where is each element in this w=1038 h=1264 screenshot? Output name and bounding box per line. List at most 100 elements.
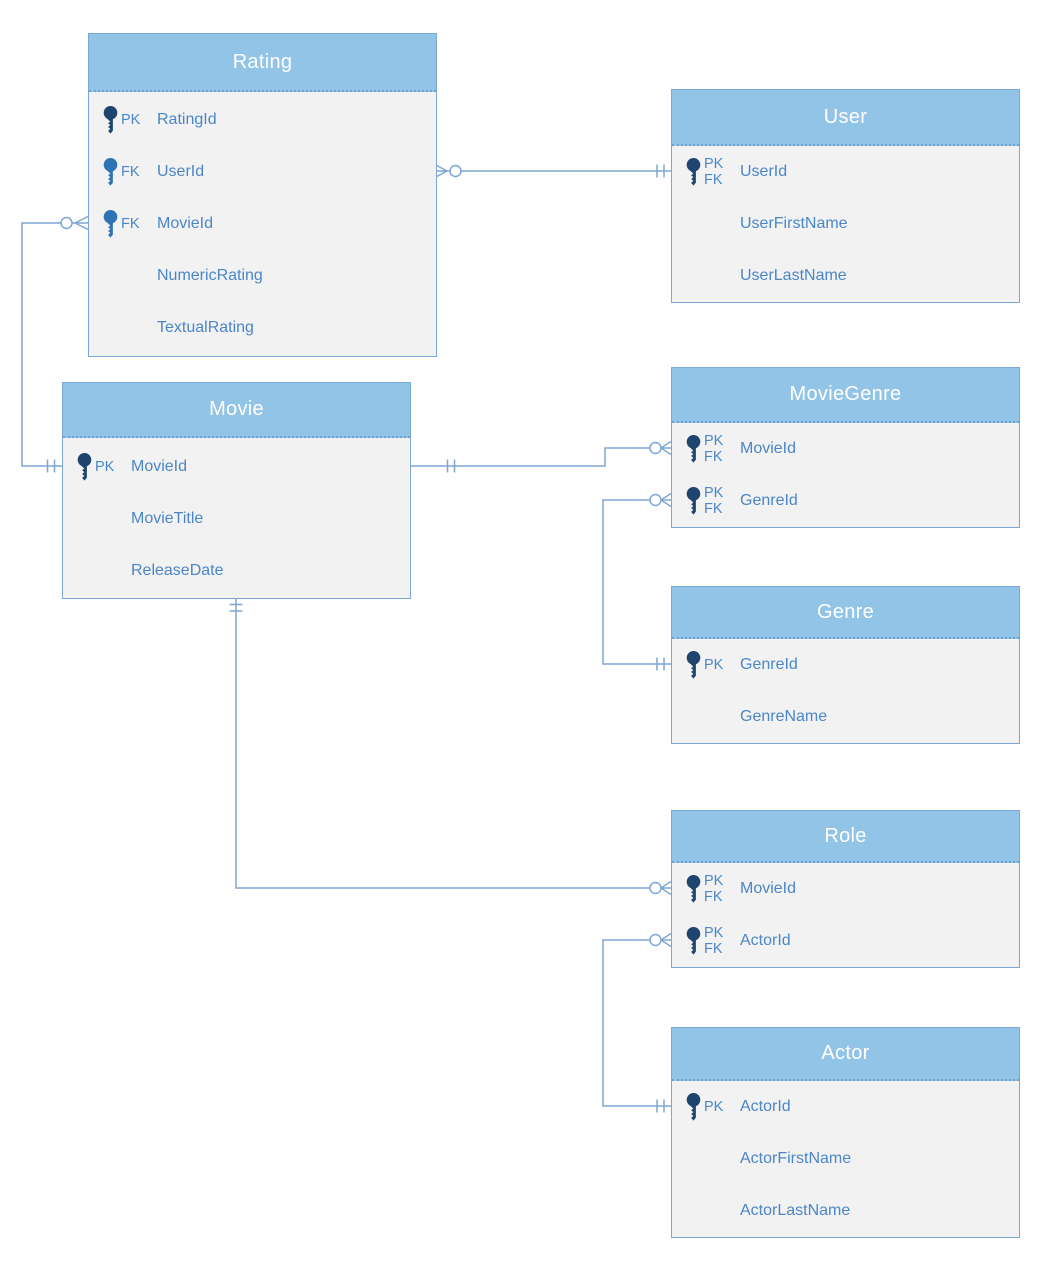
field-name: GenreName: [740, 708, 828, 725]
table-header[interactable]: Rating: [89, 34, 436, 92]
table-header[interactable]: Movie: [63, 383, 410, 438]
field-row[interactable]: UserFirstName: [672, 198, 1019, 250]
field-name: MovieId: [131, 458, 188, 475]
key-type-label: FK: [121, 216, 140, 232]
field-row[interactable]: GenreName: [672, 691, 1019, 743]
table-header[interactable]: Genre: [672, 587, 1019, 639]
key-icon-spacer: [74, 555, 94, 587]
pk-key-icon: [683, 433, 703, 465]
field-name: MovieId: [740, 440, 797, 457]
pk-key-icon: [74, 451, 94, 483]
table-title: Genre: [816, 600, 875, 623]
field-row[interactable]: MovieTitle: [63, 493, 410, 545]
fk-key-icon: [100, 208, 120, 240]
field-name: MovieId: [157, 215, 214, 232]
field-row[interactable]: PK RatingId: [89, 94, 436, 146]
pk-key-icon: [683, 873, 703, 905]
table-title: User: [823, 105, 868, 128]
pk-key-icon: [683, 1091, 703, 1123]
key-type-label: PK: [121, 112, 141, 128]
table-header[interactable]: Role: [672, 811, 1019, 863]
table-header[interactable]: Actor: [672, 1028, 1019, 1081]
field-name: TextualRating: [157, 319, 254, 336]
key-type-label: PK: [704, 657, 724, 673]
relationship-movie-role[interactable]: [229, 597, 672, 896]
field-name: ReleaseDate: [131, 562, 224, 579]
field-name: UserLastName: [740, 267, 847, 284]
fk-key-icon: [100, 156, 120, 188]
key-icon-spacer: [74, 503, 94, 535]
field-row[interactable]: ActorLastName: [672, 1185, 1019, 1237]
field-name: RatingId: [157, 111, 217, 128]
field-row[interactable]: PK ActorId: [672, 1081, 1019, 1133]
key-icon-spacer: [100, 312, 120, 344]
field-row[interactable]: UserLastName: [672, 250, 1019, 302]
relationship-user-rating[interactable]: [434, 163, 671, 179]
field-name: ActorFirstName: [740, 1150, 852, 1167]
field-row[interactable]: NumericRating: [89, 250, 436, 302]
field-row[interactable]: TextualRating: [89, 302, 436, 354]
field-row[interactable]: FK MovieId: [89, 198, 436, 250]
table-title: Movie: [209, 398, 264, 420]
field-name: UserFirstName: [740, 215, 848, 232]
key-icon-spacer: [683, 260, 703, 292]
table-title: MovieGenre: [789, 383, 902, 405]
relationship-actor-role[interactable]: [602, 932, 672, 1113]
field-row[interactable]: PK MovieId: [63, 441, 410, 493]
key-type-label: FK: [121, 164, 140, 180]
key-type-label: PK: [704, 1099, 724, 1115]
table-title: Actor: [821, 1042, 870, 1064]
key-icon-spacer: [683, 1143, 703, 1175]
relationship-movie-rating[interactable]: [21, 215, 89, 473]
table-title: Role: [824, 824, 867, 847]
key-icon-spacer: [683, 208, 703, 240]
pk-key-icon: [683, 925, 703, 957]
field-name: ActorLastName: [740, 1202, 851, 1219]
pk-key-icon: [683, 649, 703, 681]
pk-key-icon: [683, 485, 703, 517]
key-type-label: PK: [95, 459, 115, 475]
field-name: MovieId: [740, 880, 797, 897]
key-icon-spacer: [100, 260, 120, 292]
field-row[interactable]: ReleaseDate: [63, 545, 410, 597]
pk-key-icon: [683, 156, 703, 188]
field-name: MovieTitle: [131, 510, 204, 527]
table-header[interactable]: MovieGenre: [672, 368, 1019, 423]
field-name: UserId: [740, 163, 788, 180]
field-name: NumericRating: [157, 267, 263, 284]
pk-key-icon: [100, 104, 120, 136]
key-icon-spacer: [683, 1195, 703, 1227]
field-row[interactable]: ActorFirstName: [672, 1133, 1019, 1185]
key-icon-spacer: [683, 701, 703, 733]
relationship-genre-moviegenre[interactable]: [602, 492, 672, 671]
field-name: ActorId: [740, 1098, 791, 1115]
table-header[interactable]: User: [672, 90, 1019, 146]
relationship-movie-moviegenre[interactable]: [409, 440, 672, 473]
